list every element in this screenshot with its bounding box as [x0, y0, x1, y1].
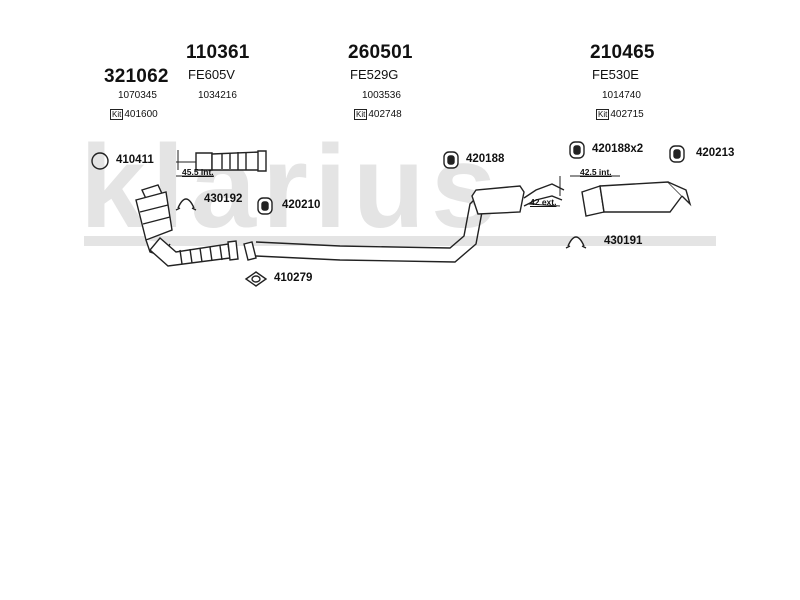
ring-410411-icon [91, 152, 109, 170]
assembly-260501-number: 260501 [348, 42, 413, 63]
hanger-420210-icon [257, 197, 273, 215]
label-420188x2: 420188x2 [592, 143, 644, 155]
label-420188: 420188 [466, 153, 505, 165]
dimension-lines [176, 150, 620, 207]
kit-number: 402715 [610, 109, 644, 120]
label-420210: 420210 [282, 199, 321, 211]
label-430191: 430191 [604, 235, 643, 247]
kit-number: 402748 [368, 109, 402, 120]
label-410279: 410279 [274, 272, 313, 284]
label-430192: 430192 [204, 193, 243, 205]
dim-front-overlap: 45.5 int. [182, 167, 214, 177]
dim-mid-overlap: 42 ext. [530, 197, 557, 207]
clamp-430191-icon [565, 236, 587, 249]
assembly-110361-number: 110361 [186, 42, 250, 63]
assembly-321062-ref: 1070345 [118, 90, 157, 101]
kit-badge: Kit [110, 109, 124, 120]
downpipe-drawing [149, 237, 239, 267]
middle-section-drawing [243, 183, 565, 263]
hanger-420188x2-icon [569, 141, 585, 159]
hanger-420213-icon [669, 145, 685, 163]
assembly-210465-number: 210465 [590, 42, 655, 63]
front-pipe-drawing [195, 150, 267, 172]
assembly-110361-ref: 1034216 [198, 90, 237, 101]
assembly-110361-code: FE605V [188, 67, 235, 82]
kit-number: 401600 [124, 109, 158, 120]
hanger-420188-icon [443, 151, 459, 169]
dim-rear-overlap: 42.5 int. [580, 167, 612, 177]
assembly-321062-kit: Kit 401600 [110, 109, 158, 120]
watermark-band [84, 236, 716, 246]
kit-badge: Kit [354, 109, 368, 120]
label-410411: 410411 [116, 154, 154, 166]
gasket-410279-icon [244, 271, 268, 287]
clamp-430192-icon [175, 198, 197, 211]
assembly-260501-kit: Kit 402748 [354, 109, 402, 120]
assembly-210465-code: FE530E [592, 67, 639, 82]
label-420213: 420213 [696, 147, 735, 159]
assembly-321062-number: 321062 [104, 66, 169, 87]
assembly-260501-ref: 1003536 [362, 90, 401, 101]
assembly-210465-kit: Kit 402715 [596, 109, 644, 120]
assembly-260501-code: FE529G [350, 67, 399, 82]
rear-silencer-drawing [581, 181, 692, 217]
assembly-210465-ref: 1014740 [602, 90, 641, 101]
kit-badge: Kit [596, 109, 610, 120]
